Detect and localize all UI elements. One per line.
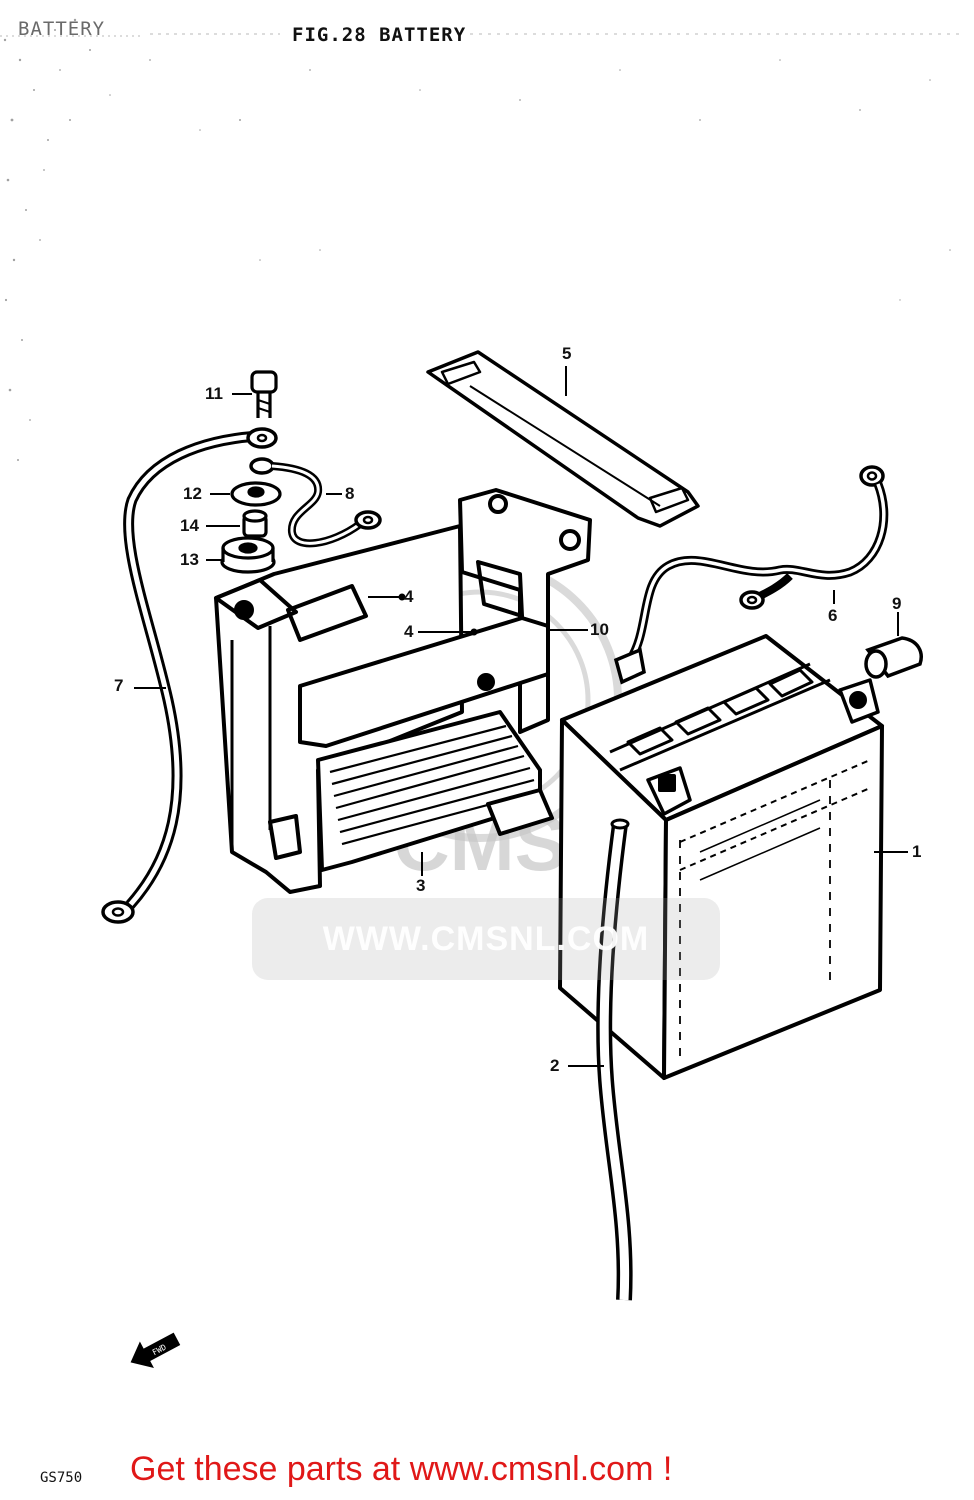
promo-link[interactable]: Get these parts at www.cmsnl.com !: [130, 1450, 673, 1488]
part-label-3: 3: [416, 876, 426, 895]
part-label-8: 8: [345, 484, 355, 503]
header-rule: [0, 33, 960, 37]
model-label: GS750: [40, 1470, 83, 1486]
watermark-url: WWW.CMSNL.COM: [252, 898, 720, 980]
part-7-cable: [101, 427, 278, 924]
front-arrow-icon: FWD: [130, 1332, 181, 1369]
part-label-6: 6: [828, 606, 838, 625]
part-2-breather-tube: [596, 818, 633, 1301]
part-5-strap: [426, 350, 700, 528]
part-14-collar: [242, 509, 268, 538]
part-12-washer: [230, 481, 282, 507]
part-label-4b: 4: [404, 622, 414, 641]
figure-title: FIG.28 BATTERY: [292, 24, 467, 46]
part-3-battery-holder: [214, 488, 592, 894]
part-13-grommet: [220, 536, 276, 574]
part-9-cap: [864, 636, 923, 679]
part-label-7: 7: [114, 676, 124, 695]
part-label-5: 5: [562, 344, 572, 363]
part-8-lead: [249, 457, 382, 548]
part-label-13: 13: [180, 550, 199, 569]
part-label-1: 1: [912, 842, 922, 861]
part-label-2: 2: [550, 1056, 560, 1075]
leader-lines: [134, 366, 908, 1067]
part-label-11: 11: [205, 384, 223, 403]
part-1-battery: [558, 634, 884, 1080]
part-label-4a: 4: [404, 587, 414, 606]
part-6-cable: [613, 465, 889, 685]
part-label-14: 14: [180, 516, 199, 535]
part-11-bolt: [250, 370, 278, 418]
scan-noise: [3, 18, 951, 461]
section-label: BATTERY: [18, 18, 106, 40]
part-label-10: 10: [590, 620, 609, 639]
part-label-12: 12: [183, 484, 202, 503]
part-label-9: 9: [892, 594, 902, 613]
